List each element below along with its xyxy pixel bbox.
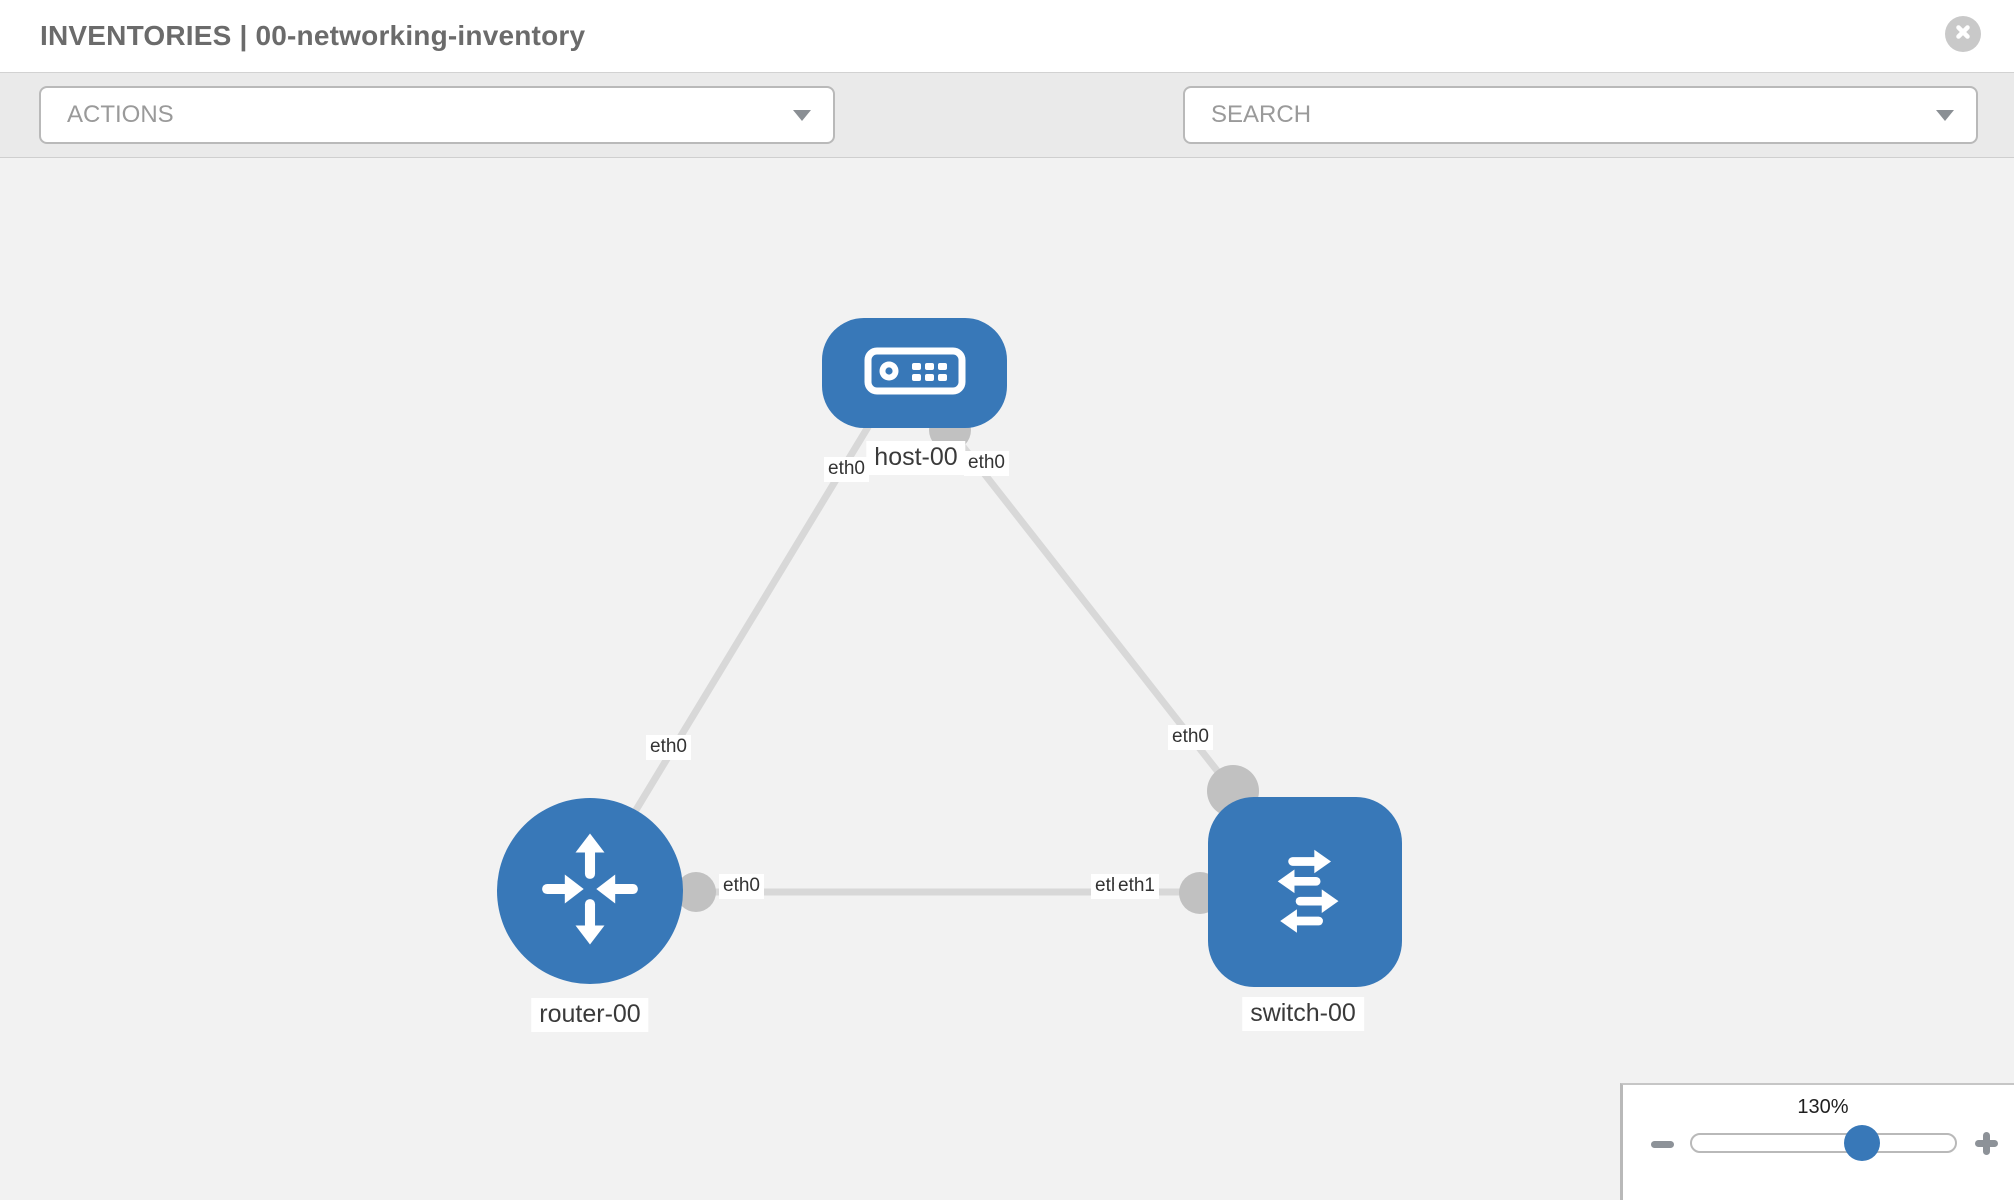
zoom-level: 130% (1797, 1096, 1849, 1118)
router-icon (527, 826, 653, 957)
page-title: INVENTORIES | 00-networking-inventory (40, 20, 586, 51)
interface-label: eth0 (964, 451, 1009, 476)
search-dropdown-label: SEARCH (1211, 101, 1312, 128)
interface-connector-router-right[interactable] (676, 872, 716, 912)
search-dropdown[interactable]: SEARCH (1183, 86, 1978, 144)
node-label-switch: switch-00 (1242, 997, 1364, 1031)
minus-icon (1651, 1141, 1674, 1148)
node-router-00[interactable] (497, 798, 683, 984)
zoom-out-button[interactable] (1647, 1131, 1679, 1157)
node-switch-00[interactable] (1208, 797, 1402, 987)
close-icon (1954, 23, 1972, 46)
interface-label: eth0 (646, 735, 691, 760)
node-host-00[interactable] (822, 318, 1007, 428)
chevron-down-icon (793, 110, 811, 121)
interface-label: eth1 (1114, 874, 1159, 899)
links-layer (632, 409, 1259, 914)
zoom-panel: 130% (1620, 1083, 2014, 1200)
node-label-router: router-00 (531, 998, 649, 1032)
node-label-host: host-00 (866, 441, 966, 475)
interface-label: eth0 (719, 874, 764, 899)
topology-canvas[interactable]: host-00 router-00 switch-00 eth0 eth0 et… (0, 158, 2014, 1200)
chevron-down-icon (1936, 110, 1954, 121)
actions-dropdown-label: ACTIONS (67, 101, 174, 128)
interface-label: eth0 (824, 457, 869, 482)
zoom-slider-track[interactable] (1690, 1133, 1957, 1153)
switch-icon (1243, 828, 1367, 957)
actions-dropdown[interactable]: ACTIONS (39, 86, 835, 144)
header: INVENTORIES | 00-networking-inventory (0, 0, 2014, 72)
close-button[interactable] (1945, 16, 1981, 52)
toolbar: ACTIONS SEARCH (0, 72, 2014, 209)
zoom-in-button[interactable] (1971, 1125, 2003, 1161)
interface-label: eth0 (1168, 725, 1213, 750)
host-icon (863, 342, 967, 405)
zoom-slider-thumb[interactable] (1844, 1125, 1880, 1161)
